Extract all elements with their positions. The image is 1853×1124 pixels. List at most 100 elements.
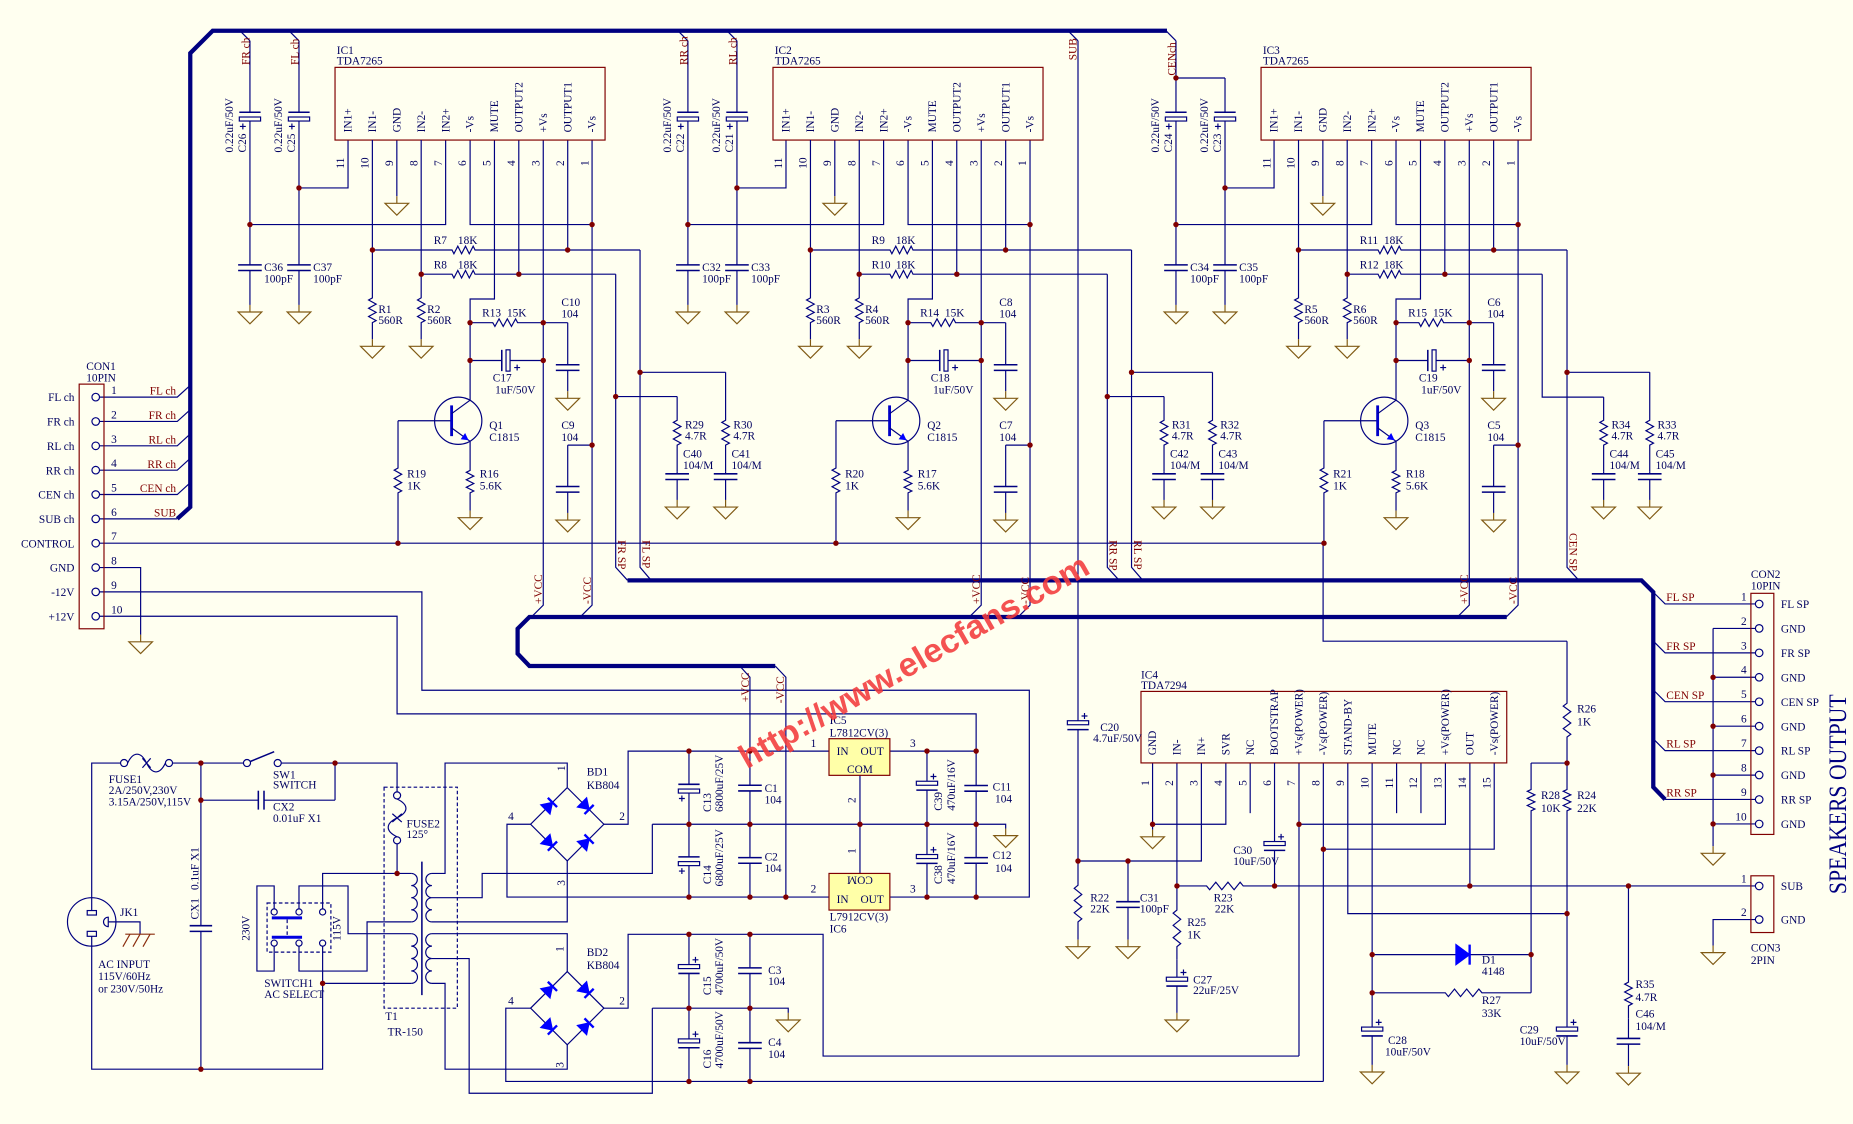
connector-pin-number: 4 xyxy=(1741,665,1747,677)
capacitor-C18 xyxy=(908,349,982,372)
capacitor-C23 xyxy=(1213,78,1237,188)
transformer-winding xyxy=(411,872,418,923)
junction-dot xyxy=(540,319,546,326)
diode-icon xyxy=(576,1017,595,1036)
label-text: C9 xyxy=(561,420,575,432)
junction-dot xyxy=(1710,674,1716,681)
ic-pin-number: 2 xyxy=(993,160,1005,166)
plus-sign-icon xyxy=(952,364,959,371)
junction-dot xyxy=(747,748,753,754)
label-text: C30 xyxy=(1233,845,1252,857)
net-label: +VCC xyxy=(740,672,752,702)
diode-bar xyxy=(583,1017,595,1029)
label-text: R4 xyxy=(865,304,879,316)
connector-pin-number: 1 xyxy=(111,385,117,397)
junction-dot xyxy=(1296,821,1302,827)
ground-icon xyxy=(1309,196,1337,216)
label-text: 104 xyxy=(999,432,1016,444)
label-text: AC SELECT xyxy=(264,989,324,1001)
diode-triangle xyxy=(576,1022,590,1036)
ic-pin-number: 11 xyxy=(773,158,785,169)
wire xyxy=(615,274,628,581)
ic3-body xyxy=(1260,66,1532,141)
wire xyxy=(1395,140,1519,226)
connector-pin xyxy=(1754,819,1764,829)
label-text: 104/M xyxy=(1656,460,1686,472)
resistor-R30 xyxy=(720,372,731,472)
connector-pin-number: 7 xyxy=(1741,738,1747,750)
diode-icon xyxy=(539,980,558,1000)
junction-dot xyxy=(1466,319,1473,326)
label-text: 104 xyxy=(561,432,578,444)
label-text: C27 xyxy=(1193,974,1212,986)
junction-dot xyxy=(1369,990,1375,996)
connector-pin-name: -12V xyxy=(51,587,75,599)
ic-pin-number: 8 xyxy=(1334,160,1346,166)
label-text: R21 xyxy=(1333,468,1352,480)
diode-bar xyxy=(547,840,558,852)
label-text: 5.6K xyxy=(1406,480,1429,492)
ic-pin-name: -Vs xyxy=(587,116,599,132)
ground-icon xyxy=(1480,391,1507,411)
wire xyxy=(739,665,751,752)
label-text: C37 xyxy=(313,262,332,274)
ac-input-jack-JK1 xyxy=(66,897,117,947)
label-text: OUT xyxy=(860,894,883,906)
connector-pin xyxy=(91,538,101,548)
label-text: 22uF/25V xyxy=(1193,985,1240,997)
switch-terminal xyxy=(295,908,303,916)
junction-dot xyxy=(833,540,839,546)
net-label: -VCC xyxy=(1508,577,1520,604)
junction-dot xyxy=(1393,319,1399,326)
connector-pin xyxy=(1754,721,1764,731)
junction-dot xyxy=(418,271,424,277)
ground-triangle xyxy=(992,835,1019,849)
switch-terminal xyxy=(318,908,327,916)
label-text: C4 xyxy=(768,1037,782,1049)
label-text: 2 xyxy=(619,811,625,823)
capacitor-plate-positive xyxy=(1360,1026,1384,1032)
jack-body xyxy=(66,897,117,947)
label-text: 4.7uF/50V xyxy=(1093,733,1143,745)
net-label: RR ch xyxy=(678,36,690,65)
capacitor-C11 xyxy=(964,751,988,825)
capacitor-C37 xyxy=(287,187,311,305)
label-text: 2A/250V,230V xyxy=(109,785,179,797)
ic-pin-name: IN1- xyxy=(367,111,379,133)
wire xyxy=(907,140,933,401)
junction-dot xyxy=(467,319,473,326)
ic-pin-number: 5 xyxy=(482,160,494,166)
ground-icon xyxy=(456,510,484,531)
jack-pin xyxy=(86,930,98,937)
junction-dot xyxy=(924,821,930,827)
capacitor-CX2 xyxy=(200,790,336,810)
label-text: 104 xyxy=(999,308,1016,320)
label-text: 5.6K xyxy=(480,480,503,492)
label-text: COM xyxy=(847,764,873,776)
ic-pin-number: 3 xyxy=(1189,780,1201,786)
ground-icon xyxy=(127,634,154,655)
bus-line xyxy=(515,614,1507,669)
ic-pin-name: IN2- xyxy=(1342,111,1354,133)
transistor-Q3 xyxy=(1323,396,1409,445)
wire xyxy=(603,750,830,825)
label-text: L7912CV(3) xyxy=(830,912,889,924)
ic-pin-name: GND xyxy=(391,108,403,133)
label-text: 1K xyxy=(1333,480,1348,492)
capacitor-C2 xyxy=(738,824,762,898)
capacitor-C29 xyxy=(1555,913,1579,1065)
resistor-R29 xyxy=(672,396,683,472)
con3-body xyxy=(1750,875,1775,934)
ic-pin-name: OUT xyxy=(1464,732,1476,755)
ic-pin-number: 4 xyxy=(944,160,956,166)
capacitor-C15 xyxy=(677,934,701,1009)
wire xyxy=(1067,30,1079,42)
capacitor-C12 xyxy=(964,824,988,898)
capacitor-plate-positive xyxy=(915,853,939,860)
ground-icon xyxy=(1199,499,1226,520)
connector-pin-name: CONTROL xyxy=(21,538,75,550)
capacitor-plate-positive xyxy=(1555,1026,1579,1032)
switch-terminal xyxy=(295,939,303,947)
ic-pin-name: -Vs(POWER) xyxy=(1318,691,1330,755)
ground-icon xyxy=(674,304,702,325)
